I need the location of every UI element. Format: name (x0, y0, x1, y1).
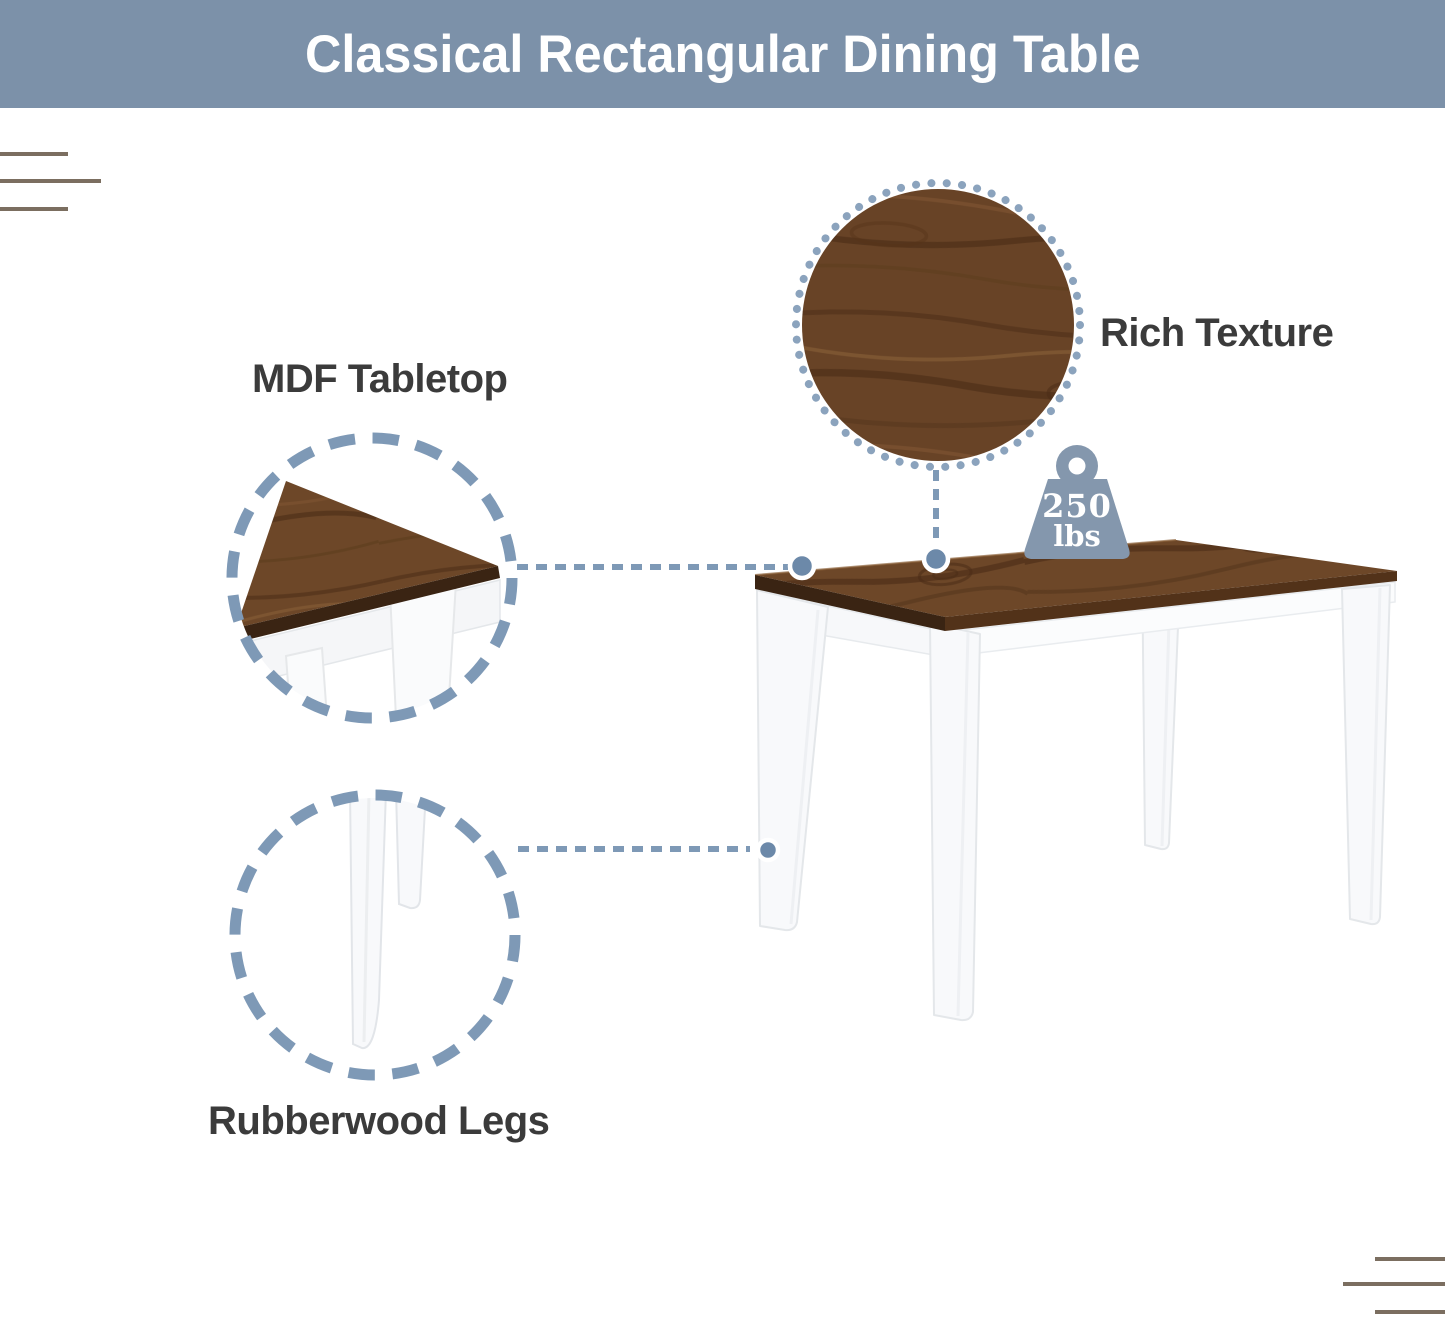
dashed-ring-icon (226, 432, 518, 724)
mini-leg-seam (362, 798, 371, 1043)
connector-dot (755, 837, 781, 863)
table-leg-left (756, 589, 829, 932)
weight-body (1024, 479, 1130, 559)
decorative-line-top-left-3 (0, 207, 68, 211)
tabletop-edge-left (755, 575, 945, 631)
weight-value: 250 (1042, 487, 1112, 525)
mini-leg (348, 798, 388, 1049)
mdf-callout (226, 432, 518, 724)
mini-tabletop-edge (236, 566, 500, 642)
decorative-line-bottom-right-3 (1375, 1310, 1445, 1314)
leg-seam (1369, 587, 1382, 921)
connector-dot (787, 551, 817, 581)
rubberwood-callout (229, 789, 521, 1081)
mdf-zoom-view (236, 481, 501, 715)
table-leg-right (1341, 584, 1391, 926)
wood-swatch (802, 189, 1074, 461)
dining-table (754, 539, 1397, 1022)
decorative-line-bottom-right-2 (1343, 1282, 1445, 1286)
leg-seam (956, 631, 970, 1017)
tabletop-surface (755, 540, 1397, 617)
dotted-ring-icon (792, 179, 1084, 471)
decorative-line-top-left-1 (0, 152, 68, 156)
header-banner: Classical Rectangular Dining Table (0, 0, 1445, 108)
mini-leg (394, 798, 428, 910)
weight-capacity-icon: 250 lbs (1024, 445, 1130, 559)
connector-texture (921, 470, 951, 574)
label-rubberwood-legs: Rubberwood Legs (208, 1099, 550, 1143)
connector-mdf (517, 551, 817, 581)
table-leg-front (929, 622, 981, 1022)
dashed-ring-icon (229, 789, 521, 1081)
rich-texture-callout (792, 179, 1084, 471)
weight-handle-hole (1068, 457, 1086, 475)
decorative-line-bottom-right-1 (1375, 1257, 1445, 1261)
label-rich-texture: Rich Texture (1100, 311, 1334, 355)
page-title: Classical Rectangular Dining Table (304, 24, 1141, 84)
legs-zoom-view (348, 798, 428, 1049)
connector-legs (518, 837, 781, 863)
connector-dot (921, 544, 951, 574)
decorative-line-top-left-2 (0, 179, 101, 183)
label-mdf-tabletop: MDF Tabletop (252, 357, 508, 401)
leg-seam (789, 609, 820, 925)
tabletop-edge-right (945, 571, 1397, 631)
mini-tabletop-surface (236, 481, 498, 628)
weight-unit: lbs (1053, 519, 1101, 553)
